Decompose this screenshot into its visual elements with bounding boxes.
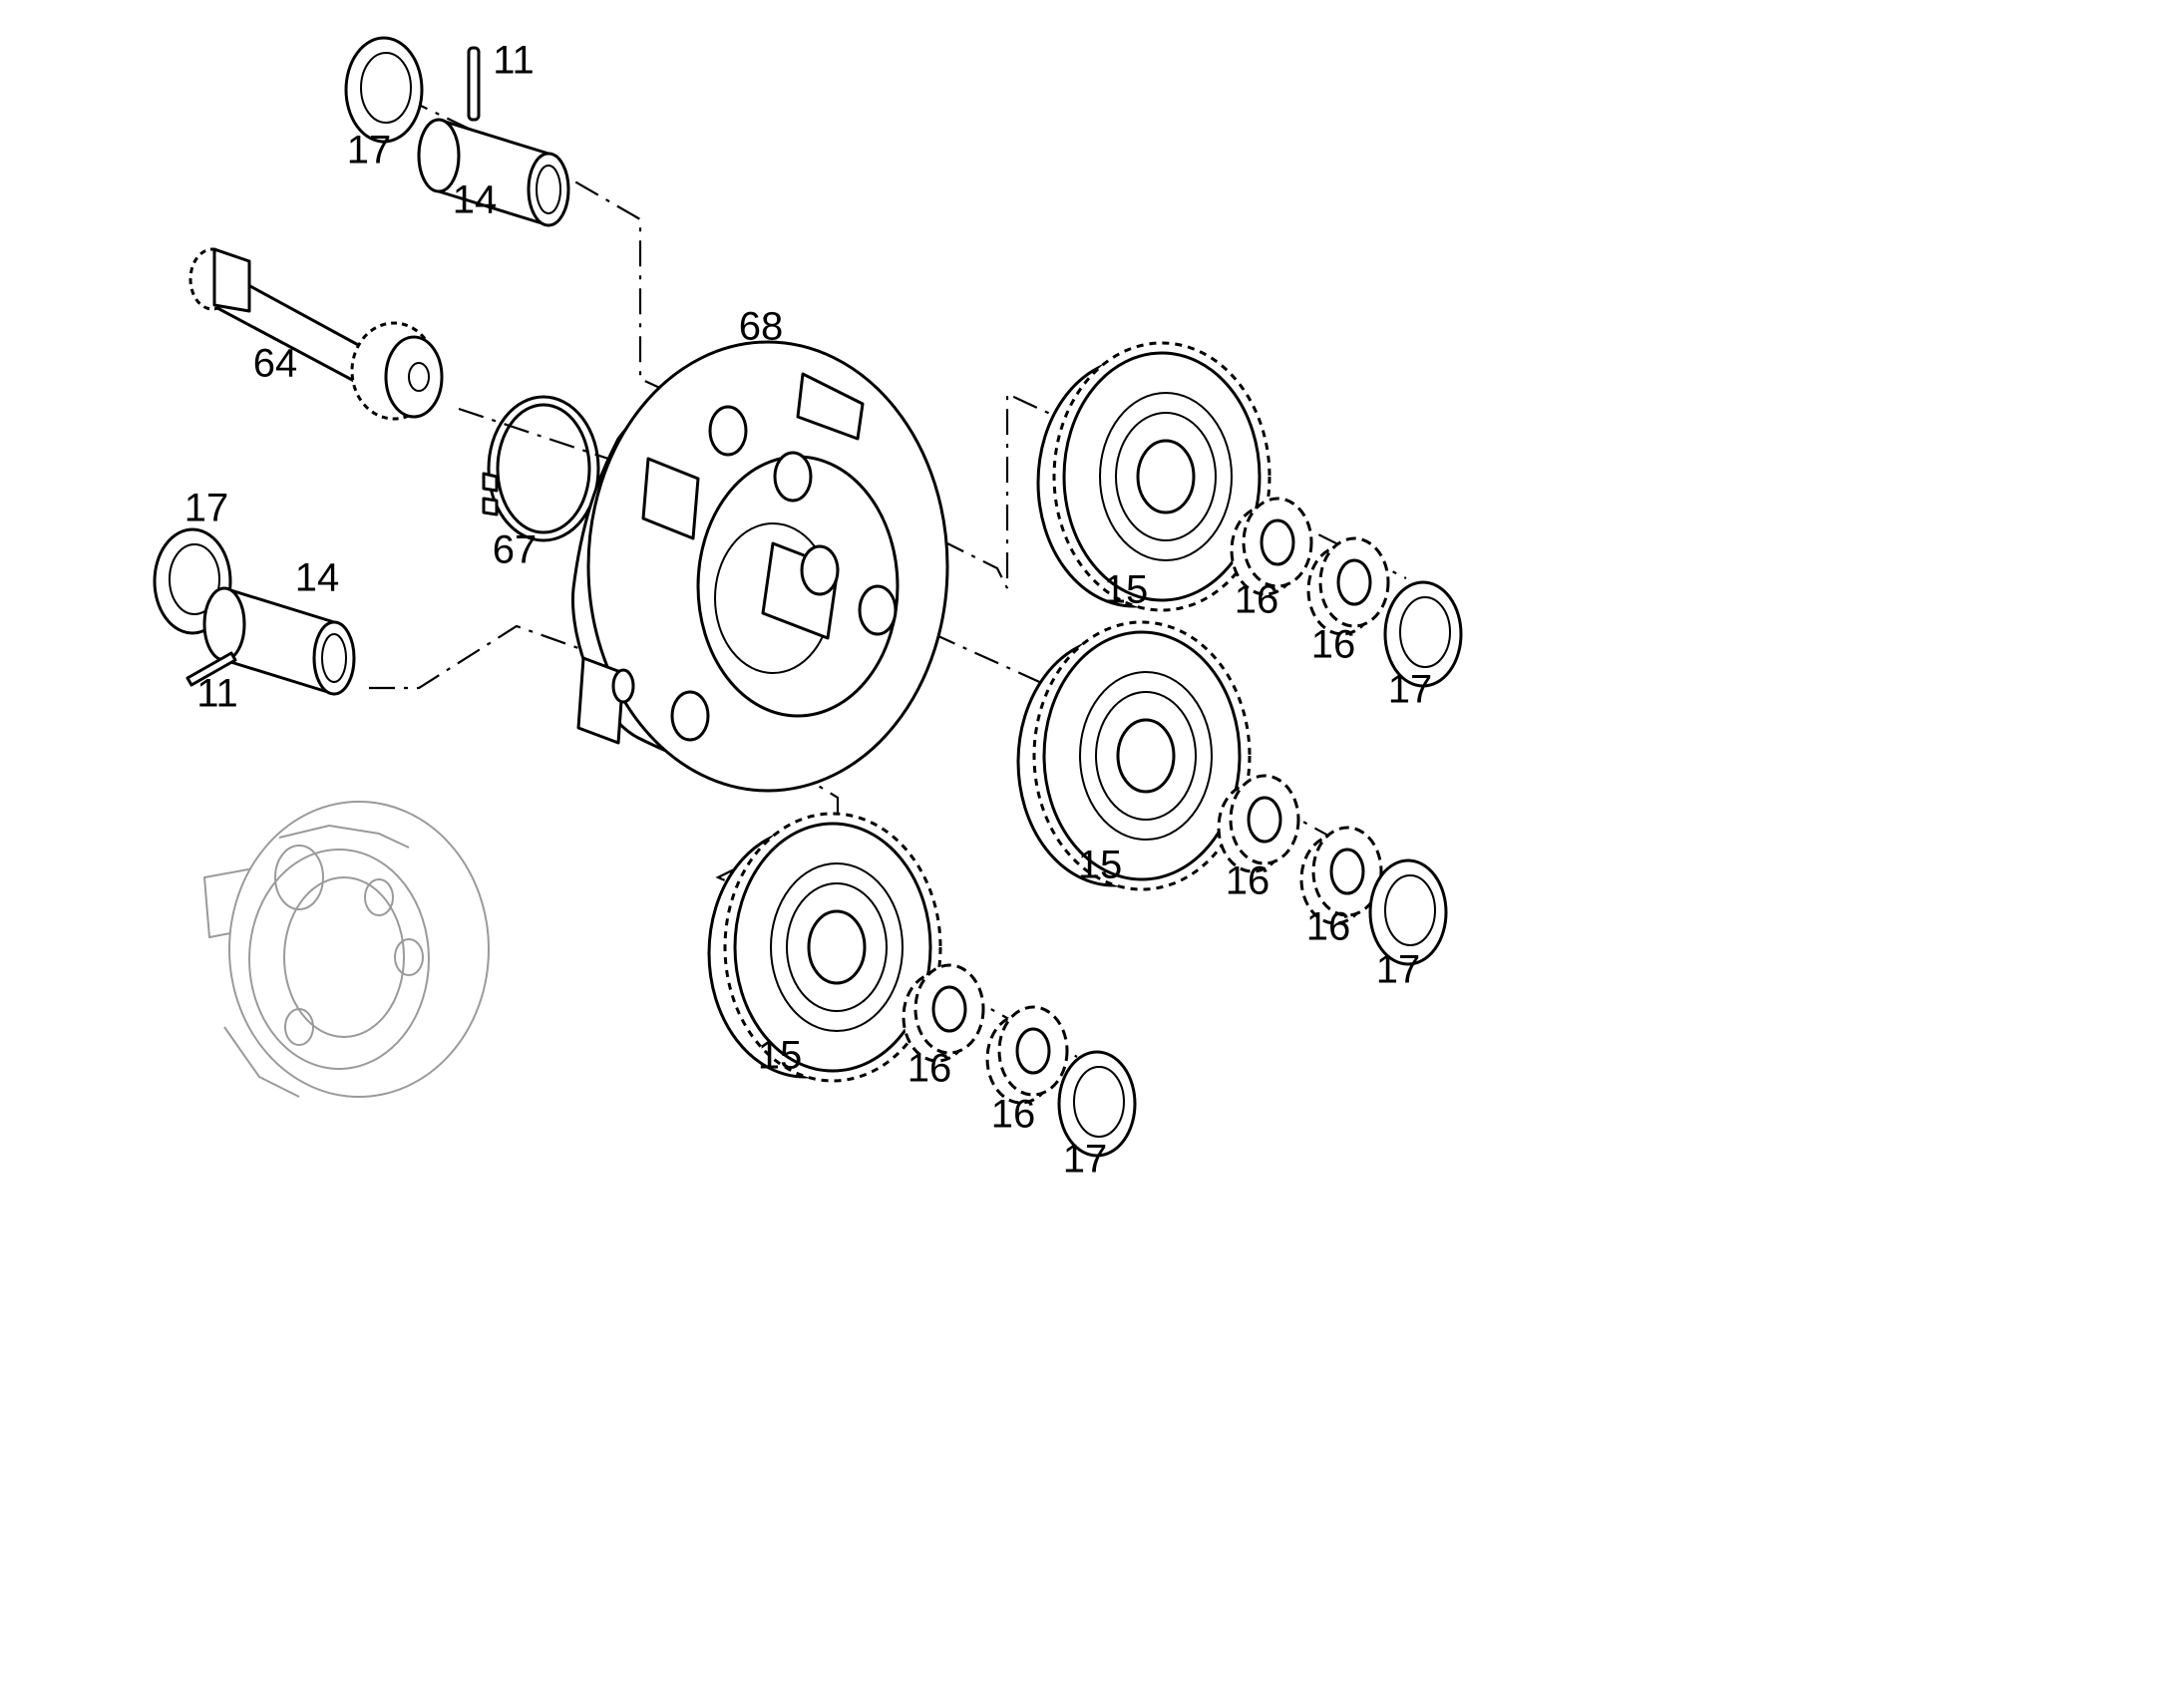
needle-bearing-part-16-c2 (985, 1005, 1069, 1105)
needle-bearing-part-16-a2 (1306, 536, 1390, 636)
callout-14-left: 14 (295, 556, 340, 600)
callout-15-b: 15 (1078, 844, 1123, 887)
callout-17-a: 17 (1388, 668, 1433, 712)
callout-16-a2: 16 (1311, 623, 1356, 667)
callout-17-b: 17 (1376, 948, 1421, 992)
sun-shaft-part-64 (188, 247, 444, 421)
callout-16-c2: 16 (991, 1093, 1036, 1137)
snap-ring-part-67 (482, 395, 600, 542)
callout-16-b2: 16 (1306, 905, 1351, 949)
callout-16-a1: 16 (1235, 578, 1279, 622)
thrust-washer-part-17-top (344, 36, 424, 144)
callout-68: 68 (739, 305, 784, 349)
planet-gear-part-15-c (707, 812, 942, 1083)
callout-11-left: 11 (196, 672, 238, 716)
callout-64: 64 (253, 342, 298, 386)
callout-15-c: 15 (758, 1034, 803, 1078)
callout-15-a: 15 (1104, 568, 1149, 612)
callout-11-top: 11 (493, 39, 535, 83)
planet-carrier-part-68 (570, 340, 949, 793)
assembled-view-illustration (203, 801, 490, 1098)
callout-16-c1: 16 (908, 1047, 952, 1091)
pin-part-11-top (467, 46, 481, 122)
callout-67: 67 (493, 528, 538, 572)
callout-17-c: 17 (1063, 1138, 1108, 1182)
callout-14-top: 14 (453, 178, 498, 222)
callout-16-b1: 16 (1226, 859, 1271, 903)
planet-gear-part-15-b (1016, 620, 1252, 891)
callout-17-left: 17 (184, 487, 229, 530)
callout-17-top: 17 (347, 129, 392, 172)
axis-line-carrier-left (369, 624, 579, 690)
pin-part-11-left (185, 651, 237, 687)
